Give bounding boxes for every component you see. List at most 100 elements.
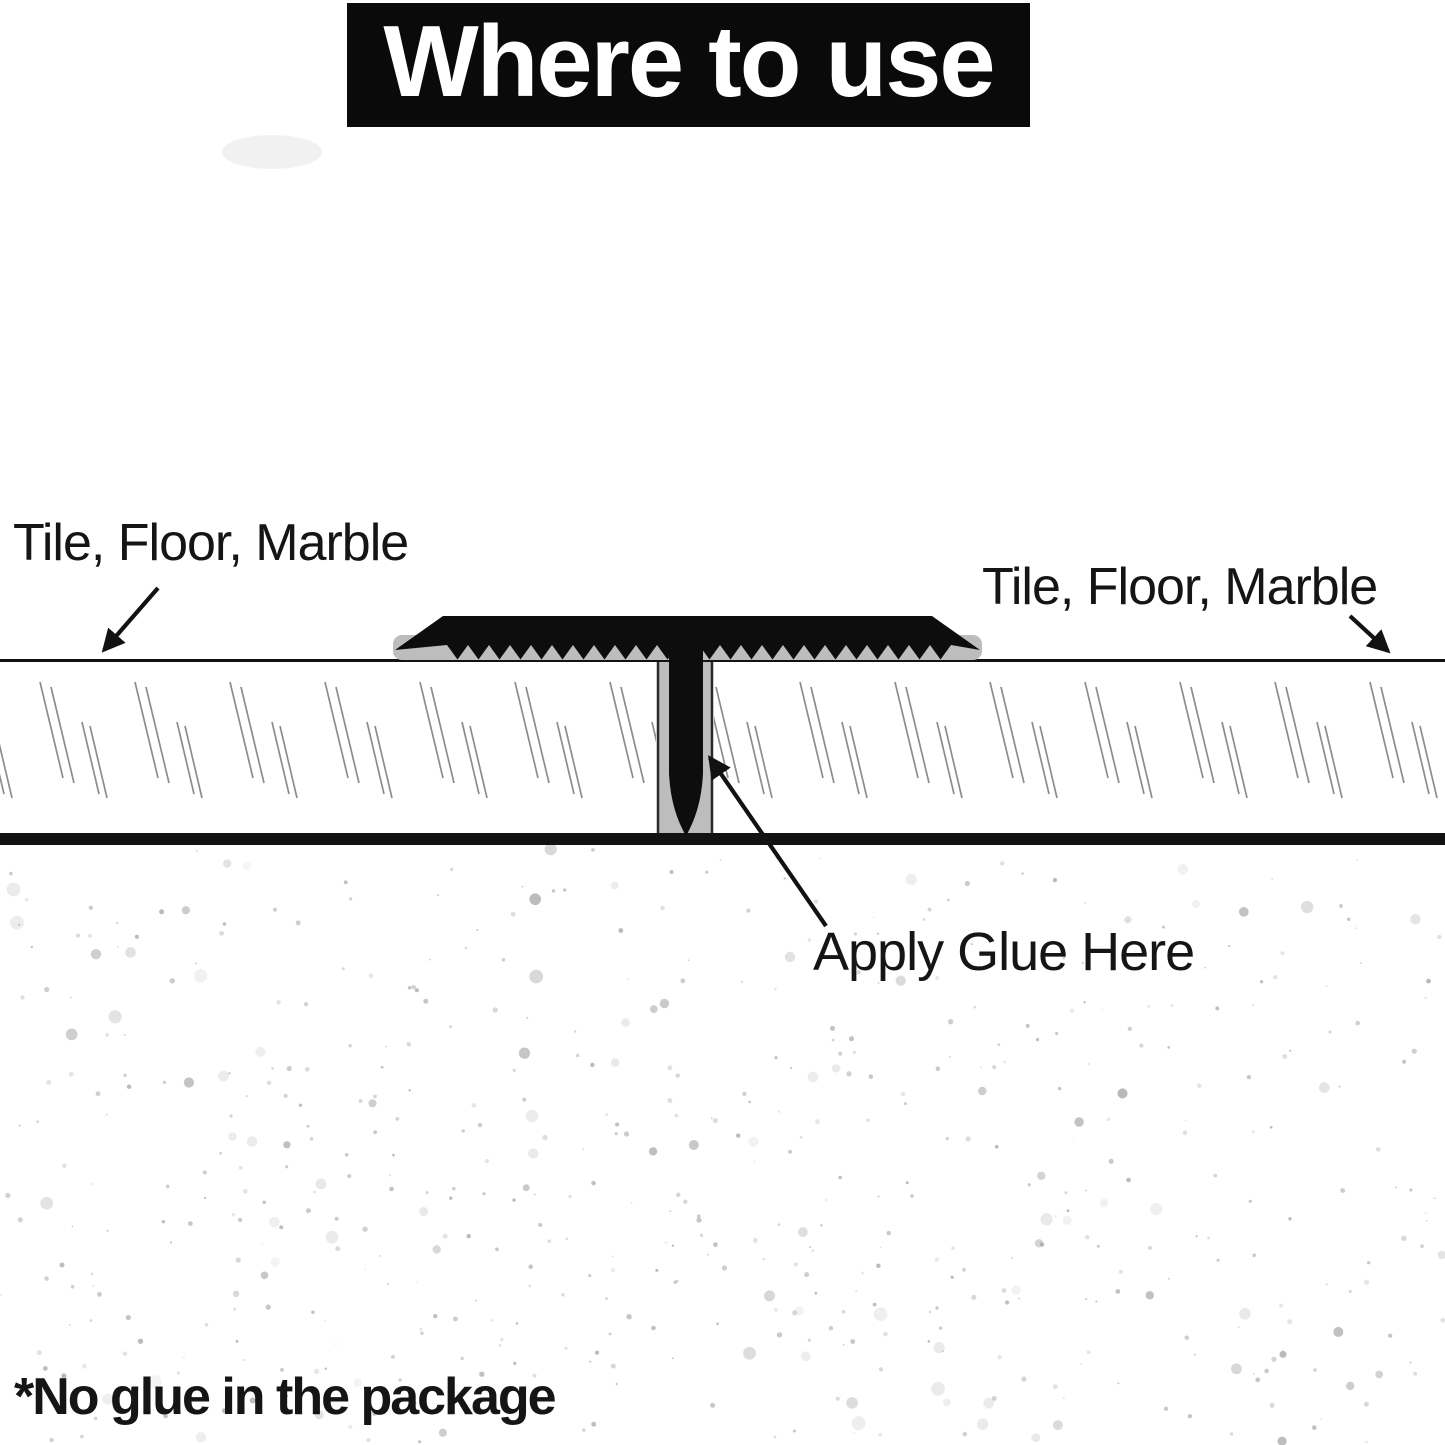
hatch-mark (936, 721, 955, 795)
speckle (762, 1258, 765, 1261)
speckle (949, 1056, 951, 1058)
speckle (1035, 1037, 1040, 1042)
speckle (1124, 916, 1132, 924)
speckle (461, 1129, 465, 1133)
speckle (285, 1165, 289, 1169)
speckle (591, 1421, 597, 1427)
speckle (40, 1196, 54, 1210)
speckle (105, 1113, 109, 1117)
speckle (344, 1152, 349, 1157)
speckle (70, 996, 72, 999)
speckle (713, 1242, 718, 1247)
speckle (512, 1198, 516, 1202)
speckle (575, 1053, 580, 1058)
speckle (368, 973, 374, 979)
speckle (512, 1068, 516, 1072)
right-tile-hatching (714, 681, 1438, 799)
speckle (117, 945, 119, 948)
speckle (938, 1326, 943, 1330)
speckle (163, 1413, 168, 1419)
speckle (362, 1226, 368, 1232)
speckle (380, 1065, 384, 1069)
speckle (232, 1290, 240, 1298)
hatch-mark (469, 725, 488, 799)
speckle (610, 1268, 615, 1273)
speckle (1230, 1363, 1242, 1375)
speckle (245, 1095, 248, 1098)
speckle (183, 1356, 185, 1359)
speckle (204, 1196, 207, 1200)
speckle (1062, 1397, 1065, 1399)
speckle (68, 1071, 74, 1077)
speckle (574, 1030, 577, 1033)
speckle (793, 1262, 798, 1267)
speckle (534, 1193, 536, 1196)
speckle (6, 882, 21, 897)
speckle (525, 1109, 539, 1123)
speckle (495, 1247, 499, 1252)
speckle (568, 1195, 572, 1199)
speckle (1318, 1082, 1330, 1093)
speckle (1355, 1020, 1361, 1026)
speckle (688, 1140, 699, 1150)
speckle (564, 1346, 568, 1351)
right-label-arrow (1348, 614, 1391, 654)
faint-smudge (222, 135, 322, 169)
speckle (334, 1343, 337, 1346)
speckle (983, 1397, 995, 1409)
hatch-mark (1126, 721, 1145, 795)
speckle (1085, 1189, 1087, 1192)
speckle (335, 1246, 341, 1252)
speckle (46, 1079, 52, 1085)
speckle (137, 1338, 144, 1344)
speckle (1066, 1209, 1070, 1213)
speckle (651, 1325, 656, 1331)
speckle (165, 1184, 170, 1189)
speckle (521, 885, 524, 888)
speckle (295, 920, 301, 926)
speckle (776, 1332, 783, 1338)
speckle (1246, 1075, 1252, 1080)
speckle (696, 1214, 701, 1219)
speckle (460, 1356, 464, 1361)
speckle (1040, 1213, 1053, 1226)
speckle (1346, 1381, 1355, 1391)
speckle (676, 1279, 679, 1283)
speckle (905, 873, 917, 886)
speckle (910, 1194, 914, 1198)
speckle (398, 1378, 402, 1382)
speckle (736, 1133, 741, 1138)
speckle (831, 1038, 835, 1042)
speckle (395, 1117, 400, 1121)
speckle (80, 1434, 84, 1439)
speckle (1216, 1258, 1220, 1262)
speckle (671, 1244, 675, 1248)
speckle (900, 1091, 906, 1097)
speckle (1375, 1147, 1381, 1152)
speckle (36, 1120, 39, 1124)
speckle (980, 1066, 982, 1068)
hatch-mark (229, 681, 254, 779)
speckle (348, 1424, 353, 1430)
speckle (877, 932, 879, 935)
hatch-mark (366, 721, 385, 795)
speckle (30, 945, 34, 949)
speckle (630, 1201, 633, 1204)
speckle (122, 1351, 128, 1356)
speckle (1288, 1217, 1292, 1221)
speckle (176, 1371, 181, 1375)
hatch-mark (1419, 725, 1438, 799)
hatch-mark (430, 686, 455, 784)
hatch-mark (335, 686, 360, 784)
speckle (70, 1284, 75, 1289)
speckle (286, 1065, 292, 1072)
speckle (1402, 1059, 1407, 1064)
speckle (883, 1331, 888, 1337)
speckle (389, 1174, 392, 1177)
glue-label-arrow (708, 755, 828, 928)
speckle (406, 1042, 411, 1047)
speckle (951, 1246, 955, 1250)
speckle (529, 969, 544, 984)
speckle (419, 1327, 423, 1331)
